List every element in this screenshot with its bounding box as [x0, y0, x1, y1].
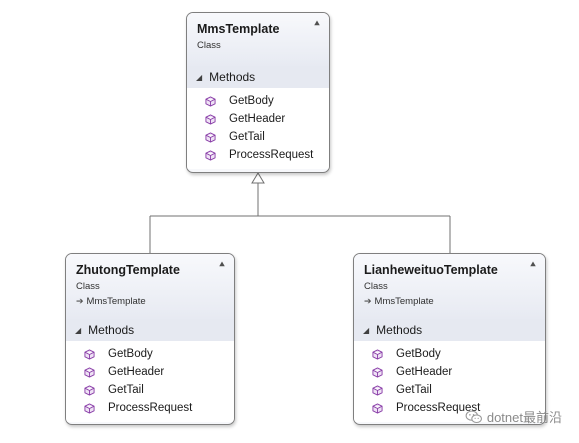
triangle-down-icon[interactable]: ◢	[75, 325, 82, 335]
method-cube-icon	[372, 384, 383, 396]
class-kind: Class	[364, 281, 388, 292]
method-item[interactable]: GetTail	[354, 381, 545, 399]
double-chevron-up-icon[interactable]: ⯅	[313, 19, 321, 30]
method-cube-icon	[205, 131, 216, 143]
method-cube-icon	[205, 149, 216, 161]
base-class-name: MmsTemplate	[374, 296, 434, 307]
double-chevron-up-icon[interactable]: ⯅	[529, 260, 537, 271]
method-cube-icon	[372, 348, 383, 360]
method-cube-icon	[205, 113, 216, 125]
class-box-mmstemplate[interactable]: MmsTemplate Class ⯅ ◢ Methods GetBody Ge…	[186, 12, 330, 173]
base-class-line: ➔MmsTemplate	[364, 296, 535, 307]
method-name: ProcessRequest	[108, 402, 193, 414]
method-name: GetBody	[108, 348, 153, 360]
method-cube-icon	[84, 366, 95, 378]
method-item[interactable]: GetBody	[354, 345, 545, 363]
section-label: Methods	[88, 323, 135, 337]
method-cube-icon	[372, 402, 383, 414]
wechat-icon	[465, 410, 482, 423]
method-item[interactable]: GetTail	[66, 381, 234, 399]
method-item[interactable]: GetBody	[66, 345, 234, 363]
method-cube-icon	[372, 366, 383, 378]
base-class-name: MmsTemplate	[86, 296, 146, 307]
method-name: GetTail	[396, 384, 432, 396]
method-item[interactable]: GetHeader	[187, 110, 329, 128]
class-header: MmsTemplate Class ⯅	[187, 13, 329, 66]
method-item[interactable]: GetTail	[187, 128, 329, 146]
method-item[interactable]: GetHeader	[66, 363, 234, 381]
method-list: GetBody GetHeader GetTail ProcessRequest	[66, 341, 234, 422]
triangle-down-icon[interactable]: ◢	[363, 325, 370, 335]
class-name: MmsTemplate	[197, 22, 280, 36]
class-kind: Class	[76, 281, 100, 292]
class-name: LianheweituoTemplate	[364, 263, 498, 277]
double-chevron-up-icon[interactable]: ⯅	[218, 260, 226, 271]
methods-section-header[interactable]: ◢ Methods	[187, 66, 329, 88]
method-list: GetBody GetHeader GetTail ProcessRequest	[187, 88, 329, 169]
class-name: ZhutongTemplate	[76, 263, 180, 277]
triangle-down-icon[interactable]: ◢	[196, 72, 203, 82]
methods-section-header[interactable]: ◢ Methods	[66, 319, 234, 341]
method-name: ProcessRequest	[229, 149, 314, 161]
method-item[interactable]: ProcessRequest	[187, 146, 329, 164]
section-label: Methods	[376, 323, 423, 337]
method-name: ProcessRequest	[396, 402, 481, 414]
arrow-right-icon: ➔	[364, 296, 372, 306]
arrow-right-icon: ➔	[76, 296, 84, 306]
section-label: Methods	[209, 70, 256, 84]
class-kind: Class	[197, 40, 221, 51]
method-name: GetHeader	[229, 113, 286, 125]
methods-section-header[interactable]: ◢ Methods	[354, 319, 545, 341]
watermark: dotnet最前沿	[465, 407, 562, 426]
method-name: GetHeader	[396, 366, 453, 378]
method-name: GetBody	[229, 95, 274, 107]
class-box-lianheweituotemplate[interactable]: LianheweituoTemplate Class ➔MmsTemplate …	[353, 253, 546, 425]
watermark-text: dotnet最前沿	[486, 410, 562, 425]
method-name: GetTail	[108, 384, 144, 396]
method-item[interactable]: ProcessRequest	[354, 399, 545, 417]
method-cube-icon	[205, 95, 216, 107]
base-class-line: ➔MmsTemplate	[76, 296, 224, 307]
class-header: ZhutongTemplate Class ➔MmsTemplate ⯅	[66, 254, 234, 319]
method-list: GetBody GetHeader GetTail ProcessRequest	[354, 341, 545, 422]
method-item[interactable]: GetBody	[187, 92, 329, 110]
method-name: GetHeader	[108, 366, 165, 378]
method-item[interactable]: ProcessRequest	[66, 399, 234, 417]
method-name: GetBody	[396, 348, 441, 360]
method-item[interactable]: GetHeader	[354, 363, 545, 381]
method-cube-icon	[84, 348, 95, 360]
class-box-zhutongtemplate[interactable]: ZhutongTemplate Class ➔MmsTemplate ⯅ ◢ M…	[65, 253, 235, 425]
method-name: GetTail	[229, 131, 265, 143]
method-cube-icon	[84, 384, 95, 396]
method-cube-icon	[84, 402, 95, 414]
inheritance-arrowhead	[251, 172, 265, 184]
class-header: LianheweituoTemplate Class ➔MmsTemplate …	[354, 254, 545, 319]
